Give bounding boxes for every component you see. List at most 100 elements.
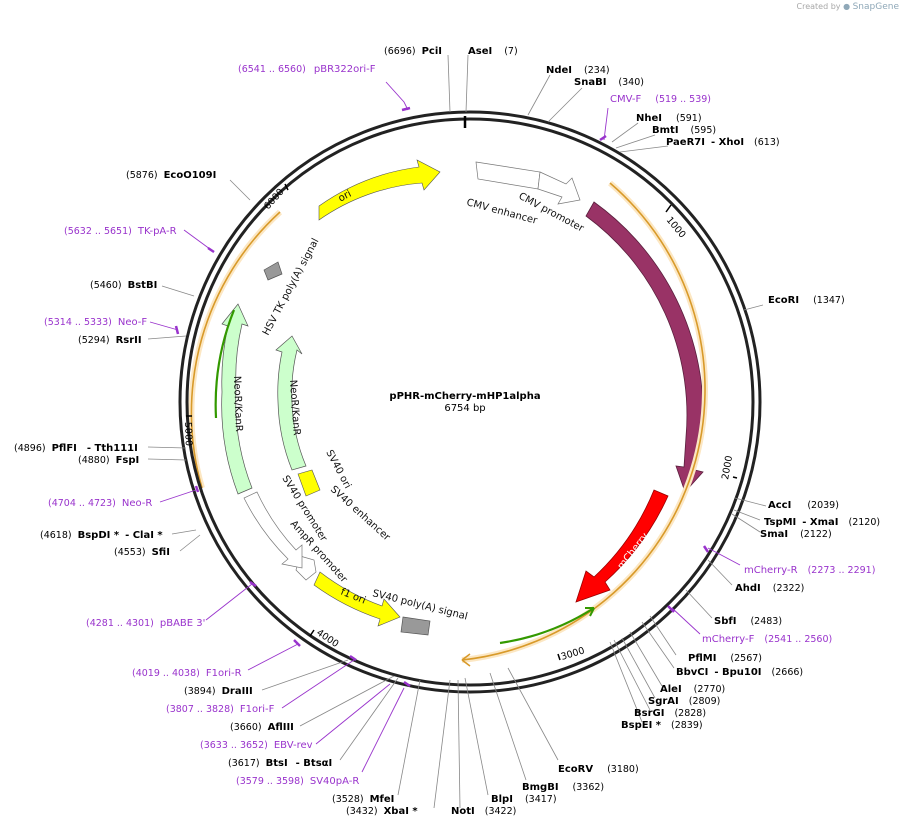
site-pos-bmgbi: (3362) xyxy=(573,782,605,793)
site-pos-sbfi: (2483) xyxy=(750,616,782,627)
site-name-xbai: XbaI * xyxy=(384,806,419,817)
site-pos-asei: (7) xyxy=(504,46,517,57)
site-name-bspdi: BspDI * xyxy=(78,530,120,541)
primer-labels: (6541 .. 6560)pBR322ori-F CMV-F (519 .. 5… xyxy=(44,64,875,787)
site-leader-lines xyxy=(147,54,767,809)
site-pos-pflmi: (2567) xyxy=(730,653,762,664)
ori-label: ori xyxy=(337,189,354,205)
svg-text:(3528)MfeI: (3528)MfeI xyxy=(332,794,394,805)
site-name-sfii: SfiI xyxy=(152,547,170,558)
site-pos-bmti: (595) xyxy=(691,125,717,136)
site-name-tspmi: TspMI xyxy=(764,517,796,528)
svg-text:BlpI(3417): BlpI(3417) xyxy=(491,794,557,805)
svg-text:AhdI(2322): AhdI (2322) xyxy=(735,583,804,594)
site-pos-ecorv: (3180) xyxy=(607,764,639,775)
svg-text:(4618)BspDI *- ClaI *: (4618) BspDI * - ClaI * xyxy=(40,530,163,541)
svg-text:SbfI(2483): SbfI(2483) xyxy=(714,616,782,627)
primer-name-ebv-rev: EBV-rev xyxy=(274,740,313,751)
primer-pos-cmv-f: (519 .. 539) xyxy=(655,94,711,105)
svg-text:(3807 .. 3828)F1ori-F: (3807 .. 3828)F1ori-F xyxy=(166,704,275,715)
site-pos-bspei: (2839) xyxy=(671,720,703,731)
site-name-xhoi: - XhoI xyxy=(711,137,744,148)
site-pos-ndei: (234) xyxy=(584,65,610,76)
svg-text:PaeR7I- XhoI(613): PaeR7I- XhoI(613) xyxy=(666,137,780,148)
svg-text:BsrGI(2828): BsrGI(2828) xyxy=(634,708,706,719)
site-name-clai: - ClaI * xyxy=(125,530,163,541)
svg-text:(5876)EcoO109I: (5876)EcoO109I xyxy=(126,170,216,181)
site-pos-bstbi: (5460) xyxy=(90,280,122,291)
site-pos-ecoo109i: (5876) xyxy=(126,170,158,181)
svg-text:(5632 .. 5651)TK-pA-R: (5632 .. 5651)TK-pA-R xyxy=(64,226,177,237)
site-pos-acci: (2039) xyxy=(807,500,839,511)
backbone-outer xyxy=(178,110,762,694)
site-name-smai: SmaI xyxy=(760,529,788,540)
snapgene-logo-icon: ● xyxy=(843,2,851,11)
site-pos-bspdi: (4618) xyxy=(40,530,72,541)
site-name-btsi: BtsI xyxy=(266,758,288,769)
tick-label-2000: 2000 xyxy=(720,455,735,481)
site-pos-smai: (2122) xyxy=(800,529,832,540)
primer-name-sv40pa-r: SV40pA-R xyxy=(310,776,359,787)
svg-text:mCherry-F(2541 .. 2560): mCherry-F(2541 .. 2560) xyxy=(702,634,832,645)
svg-text:EcoRI(1347): EcoRI(1347) xyxy=(768,295,845,306)
site-pos-tspmi: (2120) xyxy=(849,517,881,528)
primer-name-pbr322ori-f: pBR322ori-F xyxy=(314,64,376,75)
svg-text:(5314 .. 5333)Neo-F: (5314 .. 5333)Neo-F xyxy=(44,317,147,328)
sv40-ori-label: SV40 ori xyxy=(323,448,352,490)
bp-ticks: 1000 2000 3000 4000 5000 6000 xyxy=(182,183,738,663)
neokan-outer-feature: NeoR/KanR xyxy=(221,303,253,495)
svg-text:(3894)DraIII: (3894)DraIII xyxy=(184,686,253,697)
watermark-brand: SnapGene xyxy=(852,2,899,12)
site-name-bpu10i: - Bpu10I xyxy=(714,667,761,678)
svg-text:(4896)PflFI- Tth111I: (4896)PflFI- Tth111I xyxy=(14,443,138,454)
primer-name-f1ori-r: F1ori-R xyxy=(206,668,242,679)
watermark-prefix: Created by xyxy=(796,2,841,11)
site-name-pflfi: PflFI xyxy=(52,443,77,454)
primer-pos-f1ori-r: (4019 .. 4038) xyxy=(132,668,200,679)
site-name-paer7i: PaeR7I xyxy=(666,137,705,148)
primer-name-mcherry-f: mCherry-F xyxy=(702,634,755,645)
plasmid-length: 6754 bp xyxy=(444,403,485,414)
svg-text:(3579 .. 3598)SV40pA-R: (3579 .. 3598)SV40pA-R xyxy=(236,776,359,787)
primer-name-mcherry-r: mCherry-R xyxy=(744,565,798,576)
primer-name-neo-r: Neo-R xyxy=(122,498,153,509)
site-pos-sfii: (4553) xyxy=(114,547,146,558)
svg-text:PflMI(2567): PflMI (2567) xyxy=(688,653,762,664)
snapgene-watermark: Created by ● SnapGene xyxy=(797,2,900,12)
primer-name-f1ori-f: F1ori-F xyxy=(240,704,275,715)
site-name-noti: NotI xyxy=(451,806,475,817)
site-pos-sgrai: (2809) xyxy=(689,696,721,707)
primer-pos-ebv-rev: (3633 .. 3652) xyxy=(200,740,268,751)
site-name-bbvci: BbvCI xyxy=(676,667,708,678)
primer-pos-tk-pa-r: (5632 .. 5651) xyxy=(64,226,132,237)
svg-text:(3617)BtsI- BtsαI: (3617)BtsI- BtsαI xyxy=(228,758,332,769)
svg-text:SmaI(2122): SmaI (2122) xyxy=(760,529,832,540)
orf-arcs xyxy=(188,180,708,667)
plasmid-name: pPHR-mCherry-mHP1alpha xyxy=(389,391,540,402)
svg-text:(6541 .. 6560)pBR322ori-F: (6541 .. 6560)pBR322ori-F xyxy=(238,64,376,75)
tick-label-3000: 3000 xyxy=(560,645,586,663)
site-name-mfei: MfeI xyxy=(370,794,395,805)
site-name-fspi: FspI xyxy=(116,455,140,466)
svg-text:mCherry-R(2273 .. 2291): mCherry-R(2273 .. 2291) xyxy=(744,565,875,576)
site-name-pflmi: PflMI xyxy=(688,653,716,664)
site-pos-ahdi: (2322) xyxy=(773,583,805,594)
neokan-inner-feature: NeoR/KanR xyxy=(275,335,307,471)
site-labels: (6696)PciI AseI(7) NdeI(234) SnaBI(340) … xyxy=(14,46,880,817)
green-arcs xyxy=(214,309,595,645)
svg-text:(5460)BstBI: (5460)BstBI xyxy=(90,280,157,291)
site-name-nhei: NheI xyxy=(636,113,662,124)
site-pos-blpi: (3417) xyxy=(525,794,557,805)
primer-name-neo-f: Neo-F xyxy=(118,317,148,328)
site-name-pcii: PciI xyxy=(422,46,442,57)
svg-text:(4880)FspI: (4880)FspI xyxy=(78,455,139,466)
site-name-btsai: - BtsαI xyxy=(296,758,333,769)
site-name-rsrii: RsrII xyxy=(116,335,142,346)
site-pos-alei: (2770) xyxy=(694,684,726,695)
svg-text:NheI(591): NheI(591) xyxy=(636,113,702,124)
svg-text:TspMI- XmaI(2120): TspMI- XmaI(2120) xyxy=(764,517,880,528)
primer-name-cmv-f: CMV-F xyxy=(610,94,641,105)
svg-text:AleI(2770): AleI(2770) xyxy=(660,684,725,695)
primer-name-pbabe3: pBABE 3' xyxy=(160,618,206,629)
site-name-ahdi: AhdI xyxy=(735,583,761,594)
